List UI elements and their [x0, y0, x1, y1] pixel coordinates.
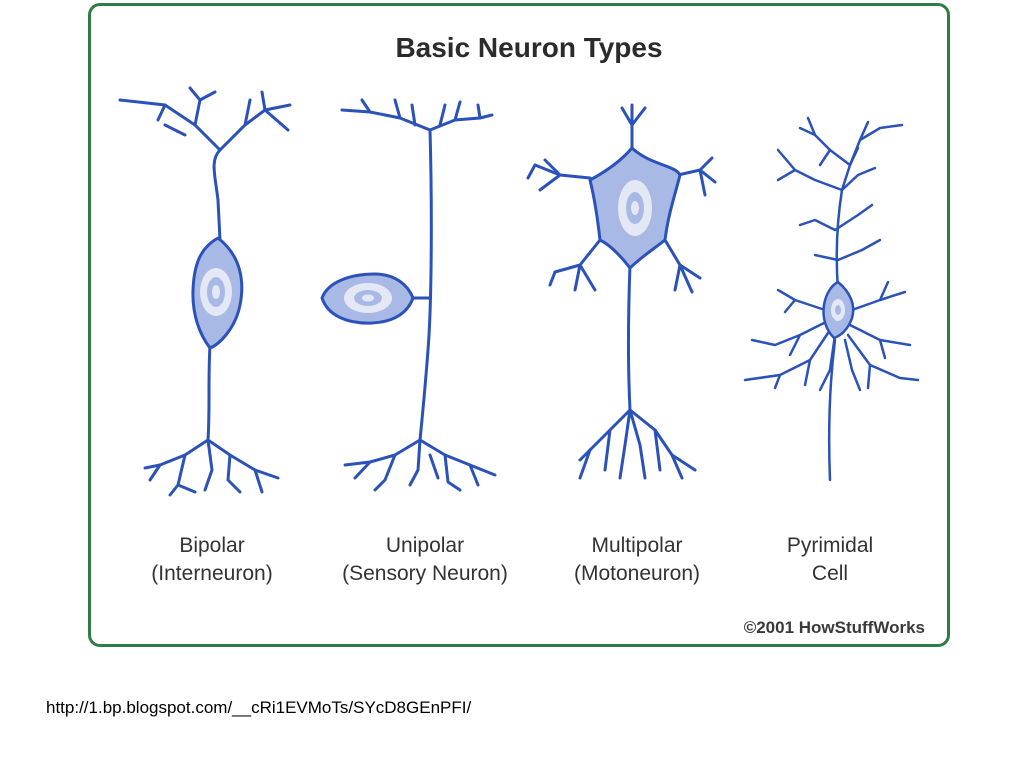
unipolar-neuron — [340, 98, 497, 492]
caption-multipolar-line2: (Motoneuron) — [573, 562, 701, 585]
bipolar-neuron — [118, 86, 292, 497]
caption-unipolar-line2: (Sensory Neuron) — [342, 562, 508, 585]
caption-unipolar: Unipolar (Sensory Neuron) — [310, 532, 540, 588]
caption-multipolar: Multipolar (Motoneuron) — [522, 532, 752, 588]
caption-pyramidal-line1: Pyrimidal — [786, 534, 874, 557]
source-url[interactable]: http://1.bp.blogspot.com/__cRi1EVMoTs/SY… — [46, 698, 472, 717]
caption-pyramidal: Pyrimidal Cell — [715, 532, 945, 588]
multipolar-neuron — [526, 103, 717, 480]
figure-title: Basic Neuron Types — [395, 32, 663, 63]
caption-bipolar: Bipolar (Interneuron) — [97, 532, 327, 588]
caption-unipolar-line1: Unipolar — [385, 534, 465, 557]
caption-bipolar-line1: Bipolar — [179, 534, 245, 557]
pyramidal-neuron — [743, 116, 920, 482]
caption-multipolar-line1: Multipolar — [591, 534, 683, 557]
caption-bipolar-line2: (Interneuron) — [151, 562, 273, 585]
caption-pyramidal-line2: Cell — [811, 562, 849, 585]
copyright-notice: ©2001 HowStuffWorks — [743, 618, 925, 637]
